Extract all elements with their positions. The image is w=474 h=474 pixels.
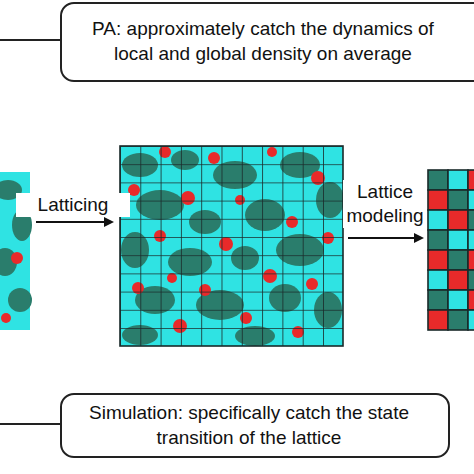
- side-line: [0, 39, 60, 41]
- box-text: PA: approximately catch the dynamics of …: [74, 17, 452, 66]
- arrow-label: Lattice modeling: [343, 180, 427, 228]
- note-box: PA: approximately catch the dynamics of …: [60, 2, 474, 82]
- side-line: [0, 423, 60, 425]
- arrow-label: Latticing: [16, 193, 130, 217]
- lattice-grid: [428, 170, 474, 330]
- process-arrow: [36, 221, 112, 223]
- lattice-panel: [120, 146, 344, 346]
- process-arrow: [348, 237, 422, 239]
- box-text: Simulation: specifically catch the state…: [74, 401, 424, 450]
- note-box: Simulation: specifically catch the state…: [60, 393, 450, 458]
